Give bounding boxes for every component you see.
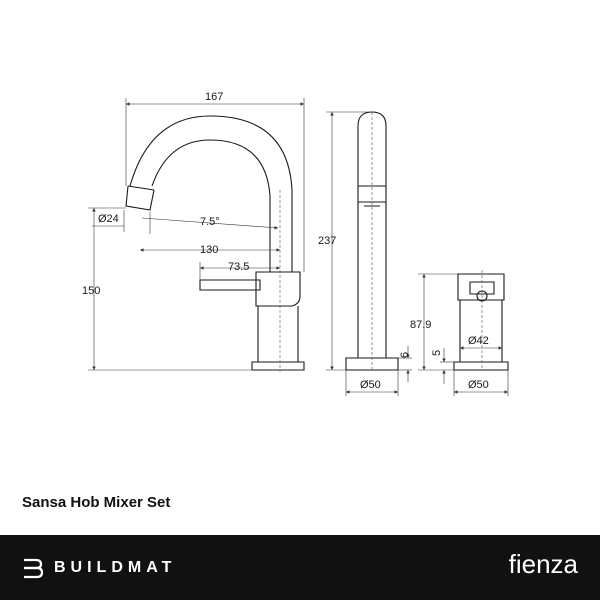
dim-label-outlet-angle: 7.5° (200, 216, 220, 228)
dimension-lever-length: 73.5 (199, 261, 280, 282)
product-title: Sansa Hob Mixer Set (22, 494, 171, 511)
spout-front-view (345, 111, 399, 371)
dimension-mixer-height: 87.9 (410, 273, 458, 371)
dim-label-overall-height: 237 (318, 235, 336, 247)
dim-label-mixer-plate-thickness: 5 (431, 350, 443, 356)
dimension-plate-thickness: 6 (398, 346, 412, 382)
fienza-logo: fienza (508, 549, 578, 579)
dim-label-body-diameter: Ø42 (468, 335, 489, 347)
dim-label-base-diameter: Ø50 (360, 379, 381, 391)
dim-label-mixer-base-diameter: Ø50 (468, 379, 489, 391)
spout-outline (125, 115, 305, 372)
dimension-outlet-diameter: Ø24 (92, 210, 151, 234)
technical-drawing: 167 Ø24 7.5° 130 73.5 150 (82, 91, 509, 396)
mixer-front-view (453, 270, 509, 371)
dimension-body-diameter: Ø42 (460, 335, 502, 350)
dim-label-outlet-diameter: Ø24 (98, 213, 119, 225)
dimension-overall-height: 237 (318, 111, 372, 371)
buildmat-logo: BUILDMAT (22, 557, 176, 579)
dim-label-plate-thickness: 6 (399, 352, 411, 358)
dimension-mixer-plate-thickness: 5 (431, 348, 454, 384)
dimension-mixer-base-diameter: Ø50 (453, 370, 509, 396)
dim-label-outlet-to-centre: 130 (200, 244, 218, 256)
buildmat-b-icon (24, 558, 44, 579)
footer-bar: BUILDMAT fienza (0, 535, 600, 600)
dim-label-lever-length: 73.5 (228, 261, 249, 273)
dimension-outlet-height: 150 (82, 207, 252, 371)
dim-label-outlet-height: 150 (82, 285, 100, 297)
dim-label-mixer-height: 87.9 (410, 319, 431, 331)
dim-label-spout-reach: 167 (205, 91, 223, 103)
dimension-base-diameter: Ø50 (345, 370, 399, 396)
buildmat-wordmark: BUILDMAT (54, 559, 177, 576)
dimension-outlet-angle: 7.5° (141, 216, 279, 230)
dimension-outlet-to-centre: 130 (140, 244, 280, 256)
dimension-spout-reach: 167 (125, 91, 305, 272)
